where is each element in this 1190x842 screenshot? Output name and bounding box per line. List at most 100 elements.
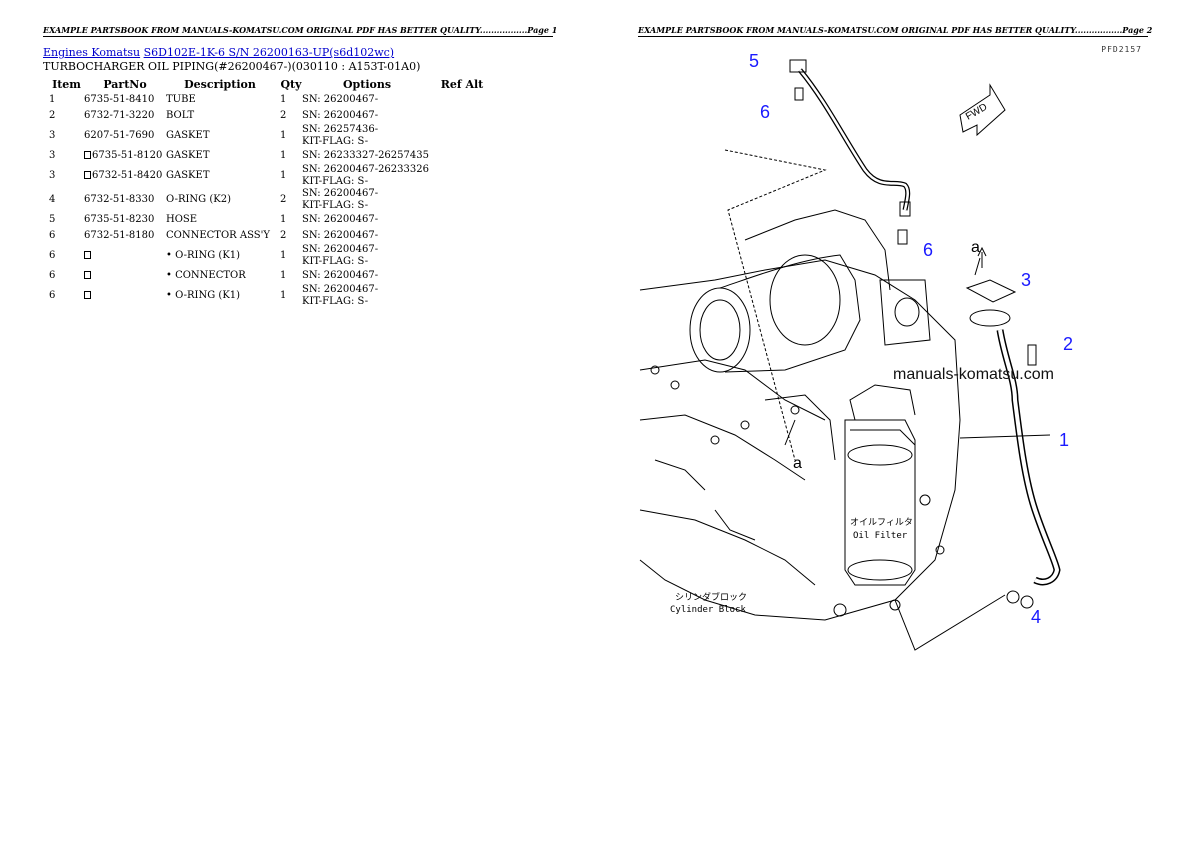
cell-partno: 6732-71-3220 <box>84 108 166 124</box>
cell-options: SN: 26200467-KIT-FLAG: S- <box>302 188 432 212</box>
option-kitflag: KIT-FLAG: S- <box>302 256 369 267</box>
breadcrumb-link-model[interactable]: S6D102E-1K-6 S/N 26200163-UP(s6d102wc) <box>143 46 395 59</box>
cell-description: GASKET <box>166 170 210 181</box>
cell-description: GASKET <box>166 150 210 161</box>
option-serial: SN: 26200467- <box>302 188 379 199</box>
option-serial: SN: 26257436- <box>302 124 379 135</box>
cell-description: TUBE <box>166 94 196 105</box>
callout-5: 5 <box>749 51 759 71</box>
cell-refalt <box>432 108 492 124</box>
oil-filter-jp-label: オイルフィルタ <box>850 517 913 528</box>
marker-a-2: a <box>971 239 980 256</box>
page-2: EXAMPLE PARTSBOOK FROM MANUALS-KOMATSU.C… <box>595 0 1190 842</box>
partno-text: 6207-51-7690 <box>84 130 155 141</box>
option-serial: SN: 26233327-26257435 <box>302 150 429 161</box>
marker-a-1: a <box>793 455 802 472</box>
option-serial: SN: 26200467-26233326 <box>302 164 429 175</box>
diagram-code: PFD2157 <box>1101 45 1142 54</box>
partno-text: 6732-51-8180 <box>84 230 155 241</box>
cylinder-block-jp-label: シリンダブロック <box>675 591 747 603</box>
cell-options: SN: 26200467- <box>302 268 432 284</box>
cell-refalt <box>432 228 492 244</box>
tube-part-1 <box>969 309 1061 586</box>
callouts: 5 6 6 3 2 1 4 <box>749 51 1073 627</box>
cell-partno <box>84 244 166 268</box>
page-1: EXAMPLE PARTSBOOK FROM MANUALS-KOMATSU.C… <box>43 25 558 308</box>
table-row: 1 6735-51-8410 TUBE 1 SN: 26200467- <box>43 92 492 108</box>
cell-partno: 6735-51-8230 <box>84 212 166 228</box>
cell-qty: 1 <box>280 290 287 301</box>
cell-description: GASKET <box>166 130 210 141</box>
cell-qty: 1 <box>280 150 287 161</box>
cell-refalt <box>432 148 492 164</box>
option-serial: SN: 26200467- <box>302 270 379 281</box>
col-header-options: Options <box>342 77 392 91</box>
breadcrumb: Engines Komatsu S6D102E-1K-6 S/N 2620016… <box>43 46 394 59</box>
option-serial: SN: 26200467- <box>302 244 379 255</box>
cell-options: SN: 26200467- <box>302 92 432 108</box>
cell-item: 1 <box>49 94 56 105</box>
cell-item: 3 <box>49 130 56 141</box>
col-header-item: Item <box>52 77 81 91</box>
option-kitflag: KIT-FLAG: S- <box>302 200 369 211</box>
col-header-description: Description <box>184 77 256 91</box>
option-serial: SN: 26200467- <box>302 94 379 105</box>
cell-qty: 1 <box>280 130 287 141</box>
cell-options: SN: 26200467-KIT-FLAG: S- <box>302 244 432 268</box>
cell-options: SN: 26257436-KIT-FLAG: S- <box>302 124 432 148</box>
cell-description: • O-RING (K1) <box>166 290 241 301</box>
cell-qty: 2 <box>280 230 287 241</box>
cell-partno <box>84 268 166 284</box>
cell-partno: 6735-51-8120 <box>84 148 166 164</box>
option-serial: SN: 26200467- <box>302 284 379 295</box>
cell-partno: 6732-51-8180 <box>84 228 166 244</box>
cell-refalt <box>432 268 492 284</box>
hose-part-5 <box>789 59 911 217</box>
cell-options: SN: 26200467- <box>302 228 432 244</box>
breadcrumb-link-engines[interactable]: Engines Komatsu <box>43 46 141 59</box>
small-parts <box>794 87 1037 609</box>
option-kitflag: KIT-FLAG: S- <box>302 296 369 307</box>
cell-description: HOSE <box>166 214 198 225</box>
cell-description: • CONNECTOR <box>166 270 246 281</box>
cell-qty: 1 <box>280 94 287 105</box>
cell-partno <box>84 284 166 308</box>
option-kitflag: KIT-FLAG: S- <box>302 176 369 187</box>
cell-options: SN: 26200467- <box>302 212 432 228</box>
cell-refalt <box>432 164 492 188</box>
cell-item: 3 <box>49 170 56 181</box>
callout-4: 4 <box>1031 607 1041 627</box>
checkbox-icon <box>84 271 91 279</box>
checkbox-icon <box>84 151 91 159</box>
letter-markers: a a <box>793 239 980 472</box>
callout-1: 1 <box>1059 430 1069 450</box>
page-1-header: EXAMPLE PARTSBOOK FROM MANUALS-KOMATSU.C… <box>43 25 558 37</box>
option-serial: SN: 26200467- <box>302 230 379 241</box>
cell-description: • O-RING (K1) <box>166 250 241 261</box>
engine-drawing <box>639 149 1006 651</box>
cylinder-block-en-label: Cylinder Block <box>670 605 746 615</box>
cell-qty: 1 <box>280 270 287 281</box>
cell-qty: 2 <box>280 194 287 205</box>
partno-text: 6732-51-8420 <box>92 170 163 181</box>
cell-partno: 6207-51-7690 <box>84 124 166 148</box>
table-header-row: Item PartNo Description Qty Options Ref … <box>43 76 492 92</box>
partno-text: 6735-51-8230 <box>84 214 155 225</box>
partno-text: 6735-51-8410 <box>84 94 155 105</box>
cell-item: 3 <box>49 150 56 161</box>
callout-6-upper: 6 <box>760 102 770 122</box>
cell-refalt <box>432 244 492 268</box>
cell-options: SN: 26200467- <box>302 108 432 124</box>
cell-item: 6 <box>49 250 56 261</box>
